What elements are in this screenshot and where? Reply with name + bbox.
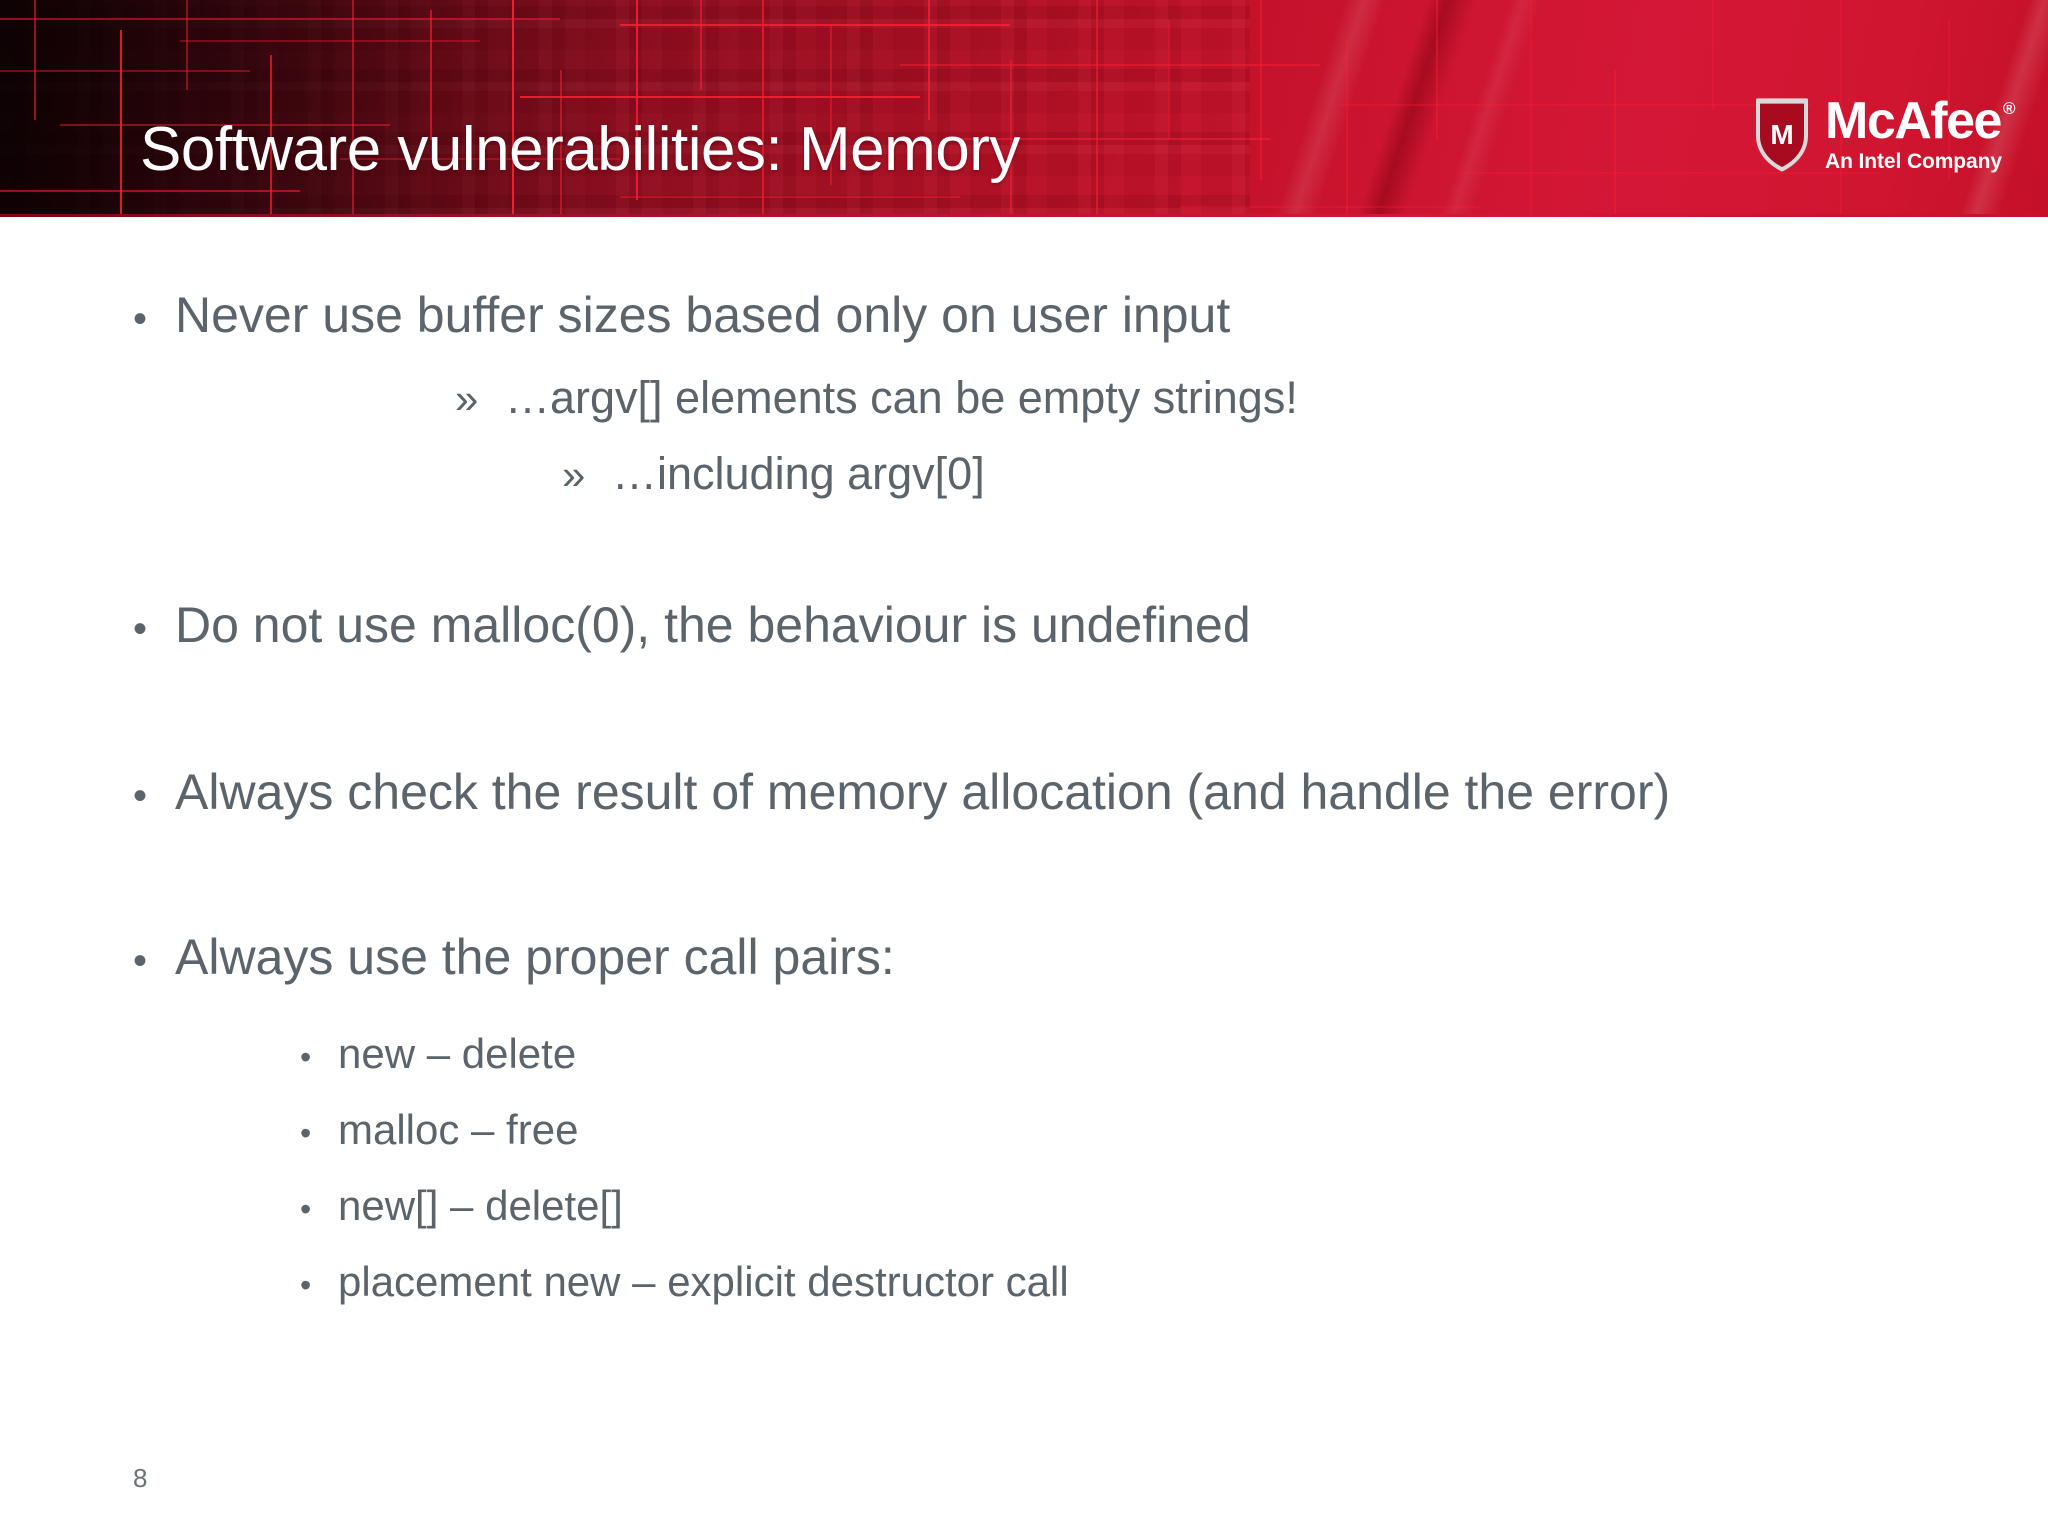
bullet-text: Do not use malloc(0), the behaviour is u… bbox=[175, 597, 1251, 653]
bullet-text: new – delete bbox=[338, 1030, 577, 1077]
bullet-text: placement new – explicit destructor call bbox=[338, 1258, 1069, 1305]
bullet-marker: • bbox=[133, 607, 148, 651]
bullet-item: • Never use buffer sizes based only on u… bbox=[133, 288, 1230, 343]
bullet-item: » …including argv[0] bbox=[562, 448, 985, 500]
bullet-item: • Always check the result of memory allo… bbox=[133, 765, 1670, 820]
bullet-marker: • bbox=[133, 939, 148, 983]
bullet-item: • Do not use malloc(0), the behaviour is… bbox=[133, 598, 1251, 653]
mcafee-wordmark-text: McAfee bbox=[1825, 92, 2002, 151]
bullet-text: Never use buffer sizes based only on use… bbox=[175, 287, 1231, 343]
mcafee-wordmark: McAfee ® bbox=[1825, 92, 2016, 151]
registered-trademark-symbol: ® bbox=[2002, 99, 2016, 119]
bullet-item: • new – delete bbox=[300, 1030, 576, 1078]
banner-bottom-edge bbox=[0, 214, 2048, 217]
slide-body: • Never use buffer sizes based only on u… bbox=[0, 217, 2048, 1536]
page-title: Software vulnerabilities: Memory bbox=[140, 115, 1020, 184]
bullet-marker: » bbox=[455, 375, 479, 422]
bullet-marker: » bbox=[562, 451, 586, 498]
bullet-text: …including argv[0] bbox=[612, 448, 985, 499]
bullet-item: • new[] – delete[] bbox=[300, 1182, 623, 1230]
bullet-text: Always check the result of memory alloca… bbox=[175, 764, 1671, 820]
mcafee-logo-text: McAfee ® An Intel Company bbox=[1825, 92, 2016, 174]
bullet-item: » …argv[] elements can be empty strings! bbox=[455, 373, 1298, 423]
bullet-marker: • bbox=[300, 1039, 312, 1075]
bullet-marker: • bbox=[300, 1267, 312, 1303]
slide-header-banner: Software vulnerabilities: Memory M McAfe… bbox=[0, 0, 2048, 217]
svg-text:M: M bbox=[1770, 119, 1793, 150]
mcafee-tagline: An Intel Company bbox=[1825, 149, 2002, 173]
bullet-marker: • bbox=[133, 774, 148, 818]
bullet-item: • placement new – explicit destructor ca… bbox=[300, 1258, 1069, 1306]
bullet-marker: • bbox=[300, 1115, 312, 1151]
bullet-text: Always use the proper call pairs: bbox=[175, 929, 895, 985]
mcafee-shield-icon: M bbox=[1756, 98, 1809, 172]
bullet-marker: • bbox=[133, 297, 148, 341]
mcafee-logo: M McAfee ® An Intel Company bbox=[1753, 92, 2016, 174]
bullet-text: malloc – free bbox=[338, 1106, 579, 1153]
bullet-text: new[] – delete[] bbox=[338, 1182, 623, 1229]
bullet-item: • malloc – free bbox=[300, 1106, 578, 1154]
page-number: 8 bbox=[133, 1463, 148, 1493]
bullet-text: …argv[] elements can be empty strings! bbox=[505, 372, 1298, 423]
bullet-marker: • bbox=[300, 1191, 312, 1227]
bullet-item: • Always use the proper call pairs: bbox=[133, 930, 895, 985]
